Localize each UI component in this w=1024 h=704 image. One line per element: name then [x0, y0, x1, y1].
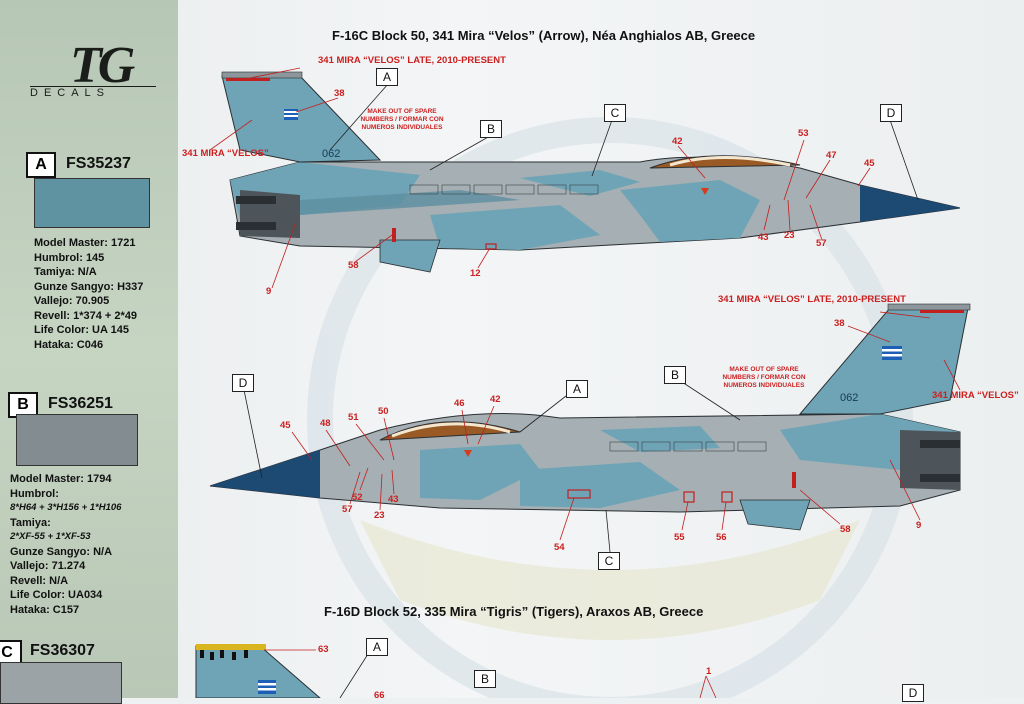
tail-number-2: 062	[840, 392, 859, 404]
spec-line: Hataka: C046	[34, 338, 104, 351]
callout-63: 63	[318, 644, 329, 655]
spec-line: Tamiya: N/A	[34, 266, 97, 278]
spec-line: Vallejo: 70.905	[34, 295, 110, 307]
callout-43-2: 43	[388, 494, 399, 505]
spec-line: 8*H64 + 3*H156 + 1*H106	[10, 502, 122, 513]
aircraft-3-title: F-16D Block 52, 335 Mira “Tigris” (Tiger…	[324, 604, 704, 619]
fs-number-c: FS36307	[30, 642, 95, 659]
callout-letter-d: D	[880, 104, 902, 122]
callout-45: 45	[864, 158, 875, 169]
color-sidebar: TG DECALS A FS35237 Model Master: 1721 H…	[0, 0, 178, 704]
callout-letter-a-2: A	[566, 380, 588, 398]
label-mira-1: 341 MIRA “VELOS”	[182, 148, 269, 159]
aircraft-1-title: F-16C Block 50, 341 Mira “Velos” (Arrow)…	[332, 28, 756, 43]
spec-line: Life Color: UA 145	[34, 324, 129, 336]
specs-a: Model Master: 1721 Humbrol: 145 Tamiya: …	[34, 236, 143, 352]
label-late-2: 341 MIRA “VELOS” LATE, 2010-PRESENT	[718, 294, 906, 305]
callout-23-2: 23	[374, 510, 385, 521]
spec-line: Revell: 1*374 + 2*49	[34, 309, 138, 322]
callout-42: 42	[672, 136, 683, 147]
fs-number-a: FS35237	[66, 155, 131, 172]
spec-line: Revell: N/A	[10, 574, 69, 587]
callout-56: 56	[716, 532, 727, 543]
callout-letter-b-2: B	[664, 366, 686, 384]
logo-sub-text: DECALS	[30, 86, 156, 99]
swatch-a	[34, 178, 150, 228]
callout-letter-b: B	[480, 120, 502, 138]
callout-letter-c: C	[604, 104, 626, 122]
swatch-b	[16, 414, 138, 466]
callout-45-2: 45	[280, 420, 291, 431]
callout-57-2: 57	[342, 504, 353, 515]
callout-letter-c-2: C	[598, 552, 620, 570]
specs-b: Model Master: 1794 Humbrol: 8*H64 + 3*H1…	[10, 472, 121, 617]
callout-letter-d-3: D	[902, 684, 924, 702]
callout-42-2: 42	[490, 394, 501, 405]
callout-66: 66	[374, 690, 385, 701]
callout-letter-d-2: D	[232, 374, 254, 392]
callout-55: 55	[674, 532, 685, 543]
callout-48: 48	[320, 418, 331, 429]
callout-1: 1	[706, 666, 712, 677]
spec-line: Humbrol: 145	[34, 251, 105, 264]
spec-line: Model Master: 1794	[10, 473, 112, 485]
callout-53: 53	[798, 128, 809, 139]
callout-letter-a-3: A	[366, 638, 388, 656]
spec-line: Hataka: C157	[10, 603, 80, 616]
callout-12: 12	[470, 268, 481, 279]
callout-9-2: 9	[916, 520, 922, 531]
spec-line: Model Master: 1721	[34, 237, 136, 249]
fs-number-b: FS36251	[48, 395, 113, 412]
note-spare-numbers-1: MAKE OUT OF SPARE NUMBERS / FORMAR CON N…	[360, 108, 444, 131]
callout-23: 23	[784, 230, 795, 241]
spec-line: Life Color: UA034	[10, 589, 103, 601]
spec-line: Gunze Sangyo: H337	[34, 280, 144, 293]
color-code-b: B	[8, 392, 38, 418]
callout-58-2: 58	[840, 524, 851, 535]
callout-letter-a: A	[376, 68, 398, 86]
spec-line: 2*XF-55 + 1*XF-53	[10, 531, 91, 542]
callout-52: 52	[352, 492, 363, 503]
callout-9: 9	[266, 286, 272, 297]
label-mira-2: 341 MIRA “VELOS”	[932, 390, 1019, 401]
swatch-c	[0, 662, 122, 704]
callout-43: 43	[758, 232, 769, 243]
spec-line: Gunze Sangyo: N/A	[10, 545, 113, 558]
callout-letter-b-3: B	[474, 670, 496, 688]
color-code-a: A	[26, 152, 56, 178]
callout-46: 46	[454, 398, 465, 409]
callout-38-2: 38	[834, 318, 845, 329]
callout-58: 58	[348, 260, 359, 271]
label-late-1: 341 MIRA “VELOS” LATE, 2010-PRESENT	[318, 55, 506, 66]
note-spare-numbers-2: MAKE OUT OF SPARE NUMBERS / FORMAR CON N…	[722, 366, 806, 389]
callout-54: 54	[554, 542, 565, 553]
callout-38: 38	[334, 88, 345, 99]
callout-57: 57	[816, 238, 827, 249]
tg-decals-logo: TG DECALS	[30, 36, 160, 102]
tail-number-1: 062	[322, 148, 341, 160]
callout-50: 50	[378, 406, 389, 417]
spec-line: Humbrol:	[10, 487, 59, 500]
callout-47: 47	[826, 150, 837, 161]
logo-main-text: TG	[70, 37, 135, 94]
spec-line: Vallejo: 71.274	[10, 560, 86, 572]
callout-51: 51	[348, 412, 359, 423]
spec-line: Tamiya:	[10, 516, 51, 529]
